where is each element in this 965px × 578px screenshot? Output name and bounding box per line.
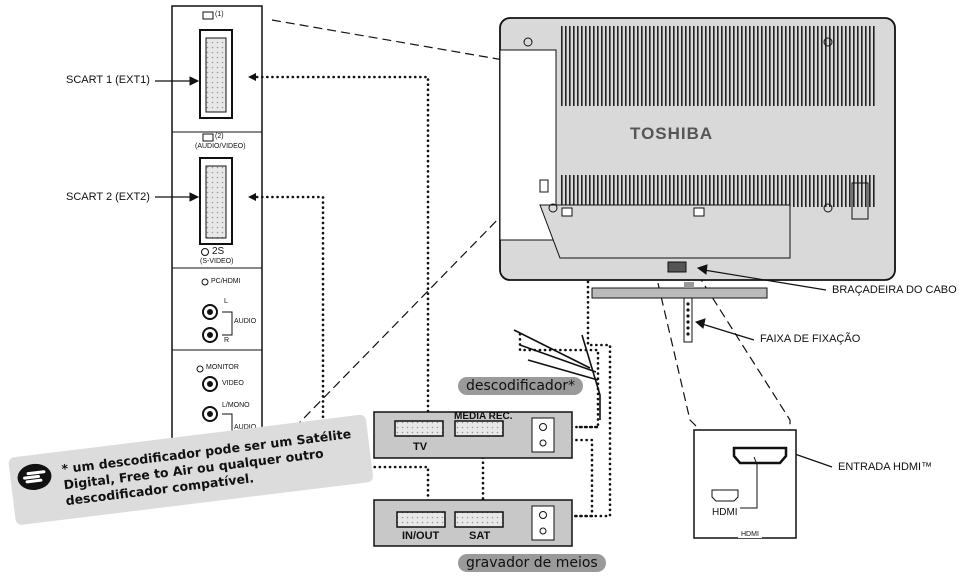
decoder-tv-label: TV: [413, 441, 428, 453]
panel-r: R: [224, 337, 230, 344]
panel-audio2: AUDIO: [234, 424, 257, 431]
decoder-note: * um descodificador pode ser um Satélite…: [8, 414, 374, 526]
hdmi-inset: [693, 429, 797, 539]
tv-back: [499, 17, 896, 343]
panel-monitor: MONITOR: [206, 364, 239, 371]
antenna: [513, 329, 601, 420]
hdmi-connector-label: HDMI: [712, 507, 738, 518]
panel-l: L: [224, 298, 228, 305]
panel-audio-video: (AUDIO/VIDEO): [195, 143, 246, 150]
side-connector-panel: [171, 5, 263, 471]
scart1-socket: [199, 29, 233, 119]
tv-brand: TOSHIBA: [630, 124, 714, 143]
fixing-strip-label: FAIXA DE FIXAÇÃO: [760, 333, 861, 345]
hand-pointer-icon: [17, 463, 52, 490]
panel-video: VIDEO: [222, 380, 244, 387]
hdmi-bottom-label: HDMI: [738, 531, 762, 538]
hdmi-input-label: ENTRADA HDMI™: [838, 461, 933, 473]
cable-clamp-label: BRAÇADEIRA DO CABO: [832, 284, 957, 296]
decoder-pill: descodificador*: [458, 377, 584, 395]
arrow-scart2: [248, 193, 256, 201]
media-rec-label: MEDIA REC.: [454, 411, 513, 422]
panel-l-mono: L/MONO: [222, 402, 250, 409]
decoder-device: [373, 411, 573, 459]
panel-input2: (2): [215, 133, 224, 140]
panel-2s: 2S: [212, 246, 225, 257]
panel-pc-hdmi: PC/HDMI: [211, 278, 241, 285]
scart-label-arrows: [155, 76, 200, 202]
media-recorder-device: [373, 499, 573, 547]
arrow-scart1: [248, 73, 256, 81]
recorder-pill: gravador de meios: [458, 554, 606, 572]
scart2-label: SCART 2 (EXT2): [66, 191, 150, 203]
note-asterisk: *: [60, 460, 70, 477]
panel-input1: (1): [215, 11, 224, 18]
panel-s-video: (S-VIDEO): [200, 258, 234, 265]
scart1-label: SCART 1 (EXT1): [66, 74, 150, 86]
panel-audio: AUDIO: [234, 318, 257, 325]
recorder-sat-label: SAT: [469, 530, 491, 542]
scart2-socket: [199, 157, 233, 245]
recorder-in-out-label: IN/OUT: [402, 530, 440, 542]
